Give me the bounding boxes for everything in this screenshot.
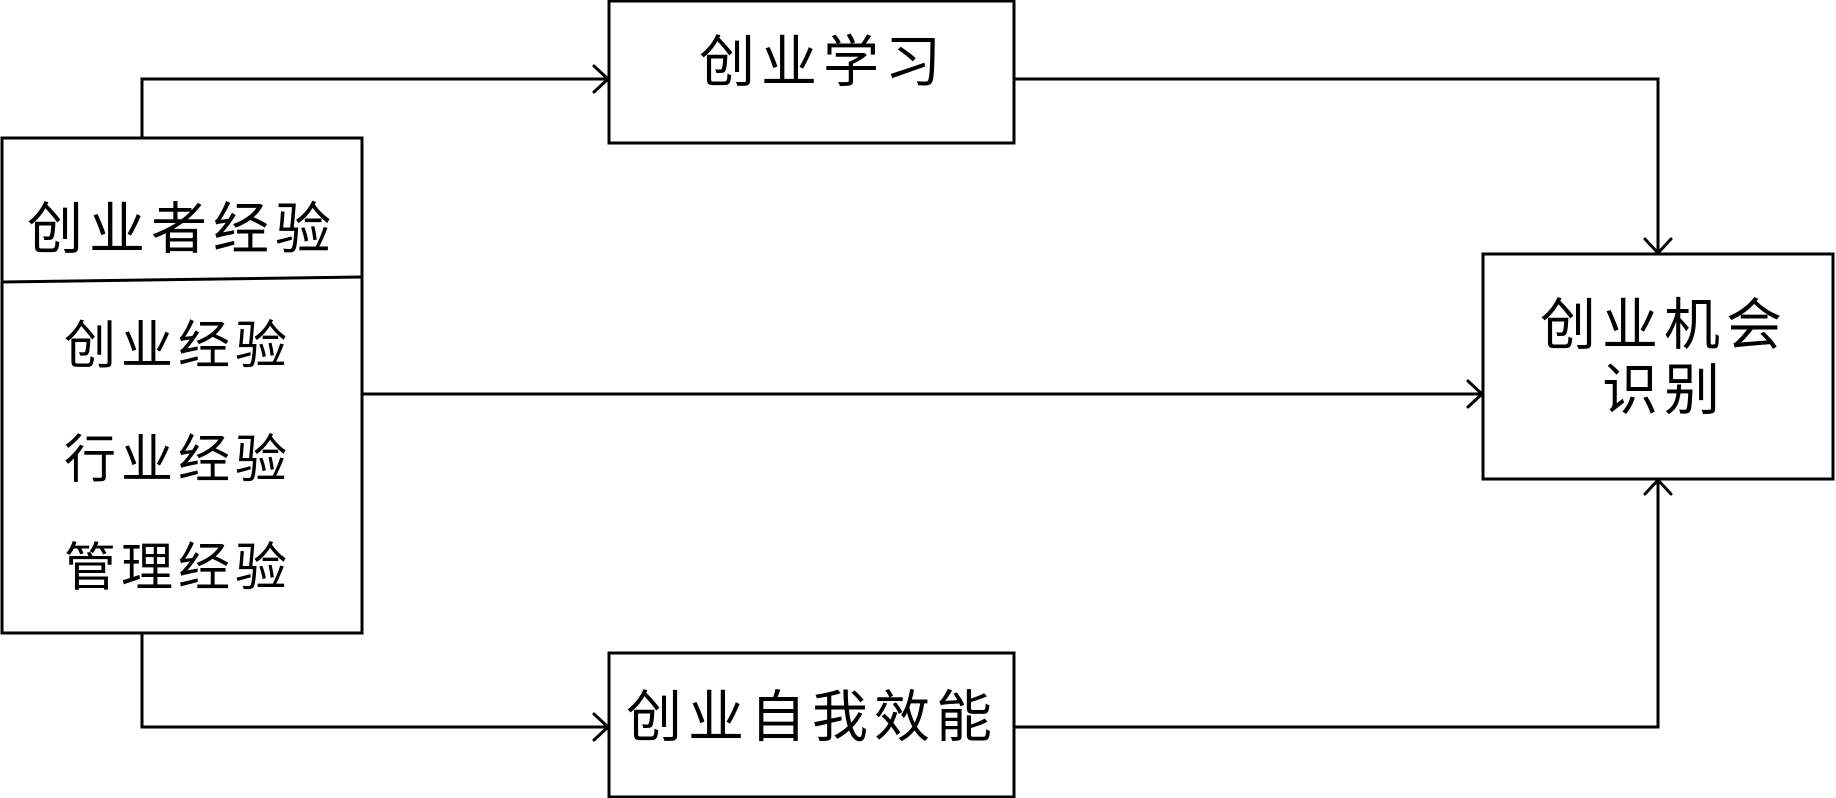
experience-item-entrepreneurial: 创业经验: [64, 317, 292, 377]
connector-line: [1014, 481, 1660, 729]
self-efficacy-label: 创业自我效能: [626, 686, 998, 751]
connector-line: [140, 633, 607, 729]
connector-learning-to-opportunity: [1014, 77, 1673, 255]
arrowhead-icon: [1643, 237, 1673, 255]
opportunity-label-line1: 创业机会: [1540, 294, 1788, 359]
arrowhead-icon: [1643, 478, 1673, 496]
arrowhead-icon: [1466, 379, 1484, 409]
learning-box-frame: [607, 0, 1016, 145]
learning-label: 创业学习: [699, 31, 947, 96]
self-efficacy-box-frame: [607, 651, 1016, 798]
connector-line: [140, 77, 607, 138]
connector-line: [1014, 77, 1660, 252]
experience-box-frame: [0, 136, 364, 635]
experience-item-management: 管理经验: [64, 539, 292, 599]
connector-experience-to-opportunity: [362, 379, 1484, 409]
connector-experience-to-self-efficacy: [140, 633, 610, 742]
arrowhead-icon: [592, 64, 610, 94]
experience-box: 创业者经验 创业经验 行业经验 管理经验: [0, 136, 364, 635]
experience-divider: [1, 275, 363, 284]
connector-self-efficacy-to-opportunity: [1014, 478, 1673, 729]
opportunity-box: 创业机会 识别: [1481, 252, 1835, 481]
opportunity-box-frame: [1481, 252, 1835, 481]
arrowhead-icon: [592, 712, 610, 742]
connector-experience-to-learning: [140, 64, 610, 138]
experience-title: 创业者经验: [27, 198, 337, 263]
self-efficacy-box: 创业自我效能: [607, 651, 1016, 798]
learning-box: 创业学习: [607, 0, 1016, 145]
experience-item-industry: 行业经验: [64, 431, 292, 491]
opportunity-label-line2: 识别: [1602, 359, 1726, 424]
